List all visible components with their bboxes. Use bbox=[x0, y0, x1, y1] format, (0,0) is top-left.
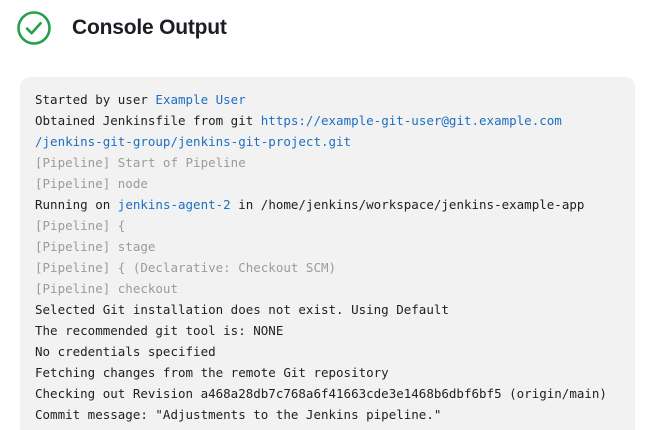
console-link[interactable]: https://example-git-user@git.example.com bbox=[260, 113, 562, 128]
console-log-line: Fetching changes from the remote Git rep… bbox=[35, 362, 619, 383]
console-text: The recommended git tool is: NONE bbox=[35, 323, 284, 338]
console-log-line: Obtained Jenkinsfile from git https://ex… bbox=[35, 110, 619, 131]
console-log-line: [Pipeline] stage bbox=[35, 236, 619, 257]
console-text: Running on bbox=[35, 197, 118, 212]
console-text: [Pipeline] checkout bbox=[35, 281, 178, 296]
console-log-line: Checking out Revision a468a28db7c768a6f4… bbox=[35, 383, 619, 404]
console-log-line: [Pipeline] { bbox=[35, 215, 619, 236]
console-log-line: No credentials specified bbox=[35, 341, 619, 362]
console-log-line: Started by user Example User bbox=[35, 89, 619, 110]
console-log-line: [Pipeline] checkout bbox=[35, 278, 619, 299]
console-text: in /home/jenkins/workspace/jenkins-examp… bbox=[230, 197, 585, 212]
console-log-line: Running on jenkins-agent-2 in /home/jenk… bbox=[35, 194, 619, 215]
console-text: Obtained Jenkinsfile from git bbox=[35, 113, 261, 128]
console-log-line: [Pipeline] node bbox=[35, 173, 619, 194]
console-log-line: /jenkins-git-group/jenkins-git-project.g… bbox=[35, 131, 619, 152]
console-output-header: Console Output bbox=[0, 0, 650, 46]
console-log-line: [Pipeline] Start of Pipeline bbox=[35, 152, 619, 173]
console-text: Fetching changes from the remote Git rep… bbox=[35, 365, 389, 380]
console-link[interactable]: /jenkins-git-group/jenkins-git-project.g… bbox=[35, 134, 352, 149]
console-link[interactable]: jenkins-agent-2 bbox=[117, 197, 231, 212]
console-text: [Pipeline] Start of Pipeline bbox=[35, 155, 246, 170]
console-text: No credentials specified bbox=[35, 344, 216, 359]
console-text: Started by user bbox=[35, 92, 156, 107]
console-text: [Pipeline] node bbox=[35, 176, 148, 191]
console-text: Commit message: "Adjustments to the Jenk… bbox=[35, 407, 442, 422]
page-title: Console Output bbox=[72, 16, 227, 39]
console-text: Checking out Revision a468a28db7c768a6f4… bbox=[35, 386, 607, 401]
console-log-line: Commit message: "Adjustments to the Jenk… bbox=[35, 404, 619, 425]
console-log-line: The recommended git tool is: NONE bbox=[35, 320, 619, 341]
console-log-line: [Pipeline] { (Declarative: Checkout SCM) bbox=[35, 257, 619, 278]
success-check-icon bbox=[17, 11, 51, 45]
console-text: [Pipeline] { bbox=[35, 218, 126, 233]
console-log-line: Selected Git installation does not exist… bbox=[35, 299, 619, 320]
console-text: [Pipeline] { (Declarative: Checkout SCM) bbox=[35, 260, 337, 275]
console-text: [Pipeline] stage bbox=[35, 239, 156, 254]
console-link[interactable]: Example User bbox=[155, 92, 246, 107]
console-text: Selected Git installation does not exist… bbox=[35, 302, 449, 317]
